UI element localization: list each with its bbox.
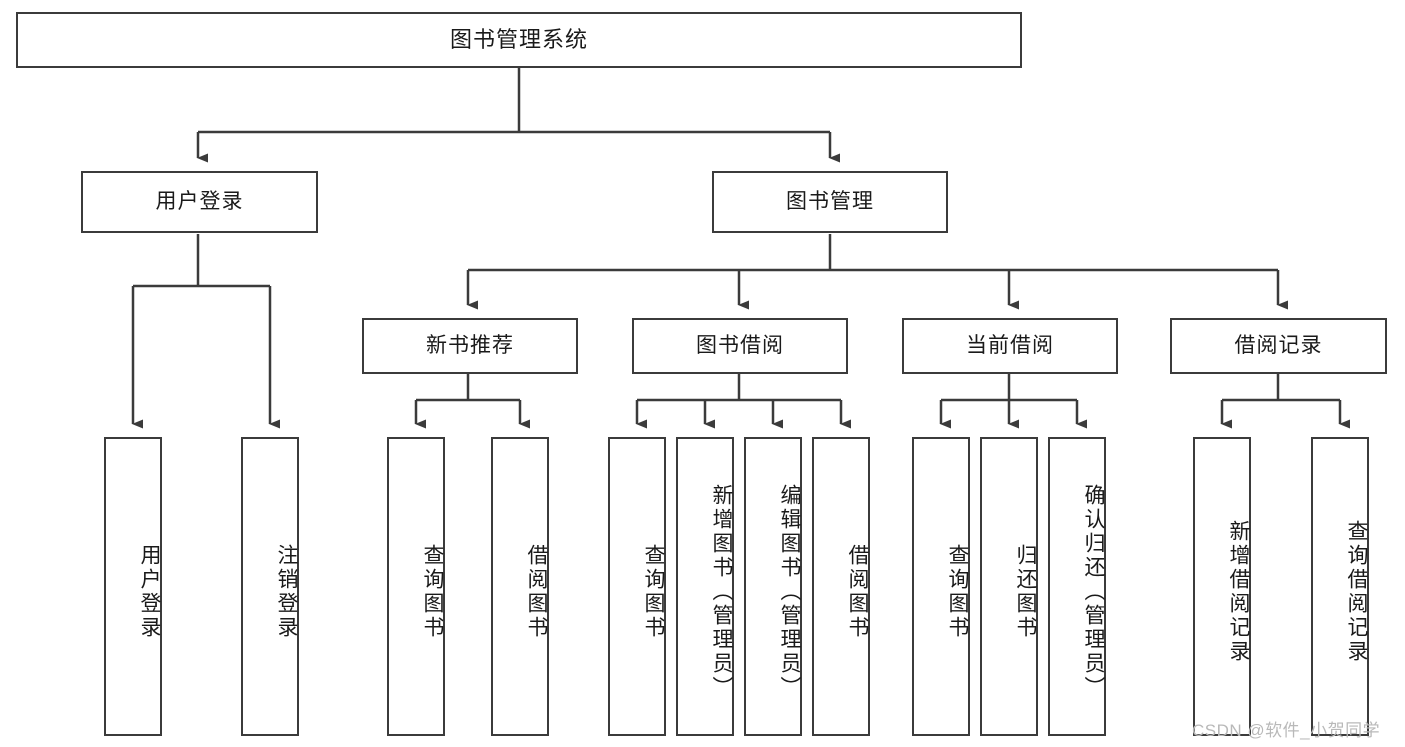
leaf-borrow-book[interactable]: 借阅图书 — [812, 437, 870, 736]
leaf-query-book-current[interactable]: 查询图书 — [912, 437, 970, 736]
leaf-query-borrow-record[interactable]: 查询借阅记录 — [1311, 437, 1369, 736]
leaf-return-book[interactable]: 归还图书 — [980, 437, 1038, 736]
leaf-query-book-newbook[interactable]: 查询图书 — [387, 437, 445, 736]
node-user-login[interactable]: 用户登录 — [81, 171, 318, 233]
node-book-borrow[interactable]: 图书借阅 — [632, 318, 848, 374]
watermark-text: CSDN @软件_小贺同学 — [1192, 721, 1381, 740]
node-new-book-recommend[interactable]: 新书推荐 — [362, 318, 578, 374]
node-current-borrow[interactable]: 当前借阅 — [902, 318, 1118, 374]
leaf-query-book-borrow[interactable]: 查询图书 — [608, 437, 666, 736]
leaf-add-borrow-record[interactable]: 新增借阅记录 — [1193, 437, 1251, 736]
leaf-logout-login[interactable]: 注销登录 — [241, 437, 299, 736]
leaf-add-book-admin[interactable]: 新增图书（管理员） — [676, 437, 734, 736]
leaf-user-login[interactable]: 用户登录 — [104, 437, 162, 736]
node-root-system[interactable]: 图书管理系统 — [16, 12, 1022, 68]
leaf-confirm-return-admin[interactable]: 确认归还（管理员） — [1048, 437, 1106, 736]
node-borrow-record[interactable]: 借阅记录 — [1170, 318, 1387, 374]
leaf-borrow-book-newbook[interactable]: 借阅图书 — [491, 437, 549, 736]
node-book-management[interactable]: 图书管理 — [712, 171, 948, 233]
leaf-edit-book-admin[interactable]: 编辑图书（管理员） — [744, 437, 802, 736]
